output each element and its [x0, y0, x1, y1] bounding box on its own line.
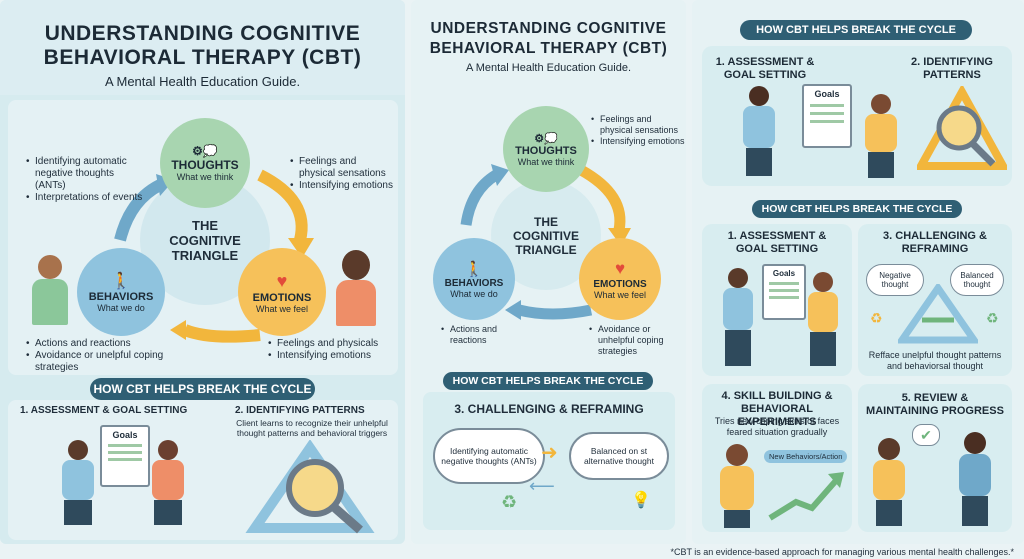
negative-thought-cloud: Identifying automatic negative thoughts …: [433, 428, 545, 484]
panel-overview-1: UNDERSTANDING COGNITIVE BEHAVIORAL THERA…: [0, 0, 405, 544]
client-illustration: [864, 94, 898, 178]
panel1-step2-body: Client learns to recognize their unhelpf…: [236, 418, 388, 438]
heart-icon: ♥: [276, 270, 288, 291]
person-illustration: [958, 432, 992, 526]
panel2-step3-heading: 3. CHALLENGING & REFRAMING: [454, 402, 644, 416]
card-skill-building: 4. SKILL BUILDING & BEHAVIORAL EXPERIMEN…: [702, 384, 852, 532]
heart-icon: ♥: [614, 258, 626, 278]
card-assessment: 1. ASSESSMENT & GOAL SETTING Goals: [702, 224, 852, 376]
panel1-step2-heading: 2. IDENTIFYING PATTERNS: [235, 405, 365, 416]
recycle-icon: ♻: [870, 310, 883, 326]
panel1-step1-heading: 1. ASSESSMENT & GOAL SETTING: [20, 405, 188, 416]
panel1-subtitle: A Mental Health Education Guide.: [104, 74, 301, 89]
panel1-cycle-arrows: [114, 169, 314, 343]
panel2-subtitle: A Mental Health Education Guide.: [465, 62, 632, 74]
gears-icon: ⚙💭: [534, 132, 558, 145]
panel2-node-emotions: ♥ EMOTIONS What we feel: [579, 238, 661, 320]
gears-icon: ⚙💭: [192, 144, 218, 158]
recycle-magnifier-icon: [245, 440, 375, 534]
therapist-illustration: [742, 86, 776, 176]
card-assessment-identifying: 1. ASSESSMENT & GOAL SETTING 2. IDENTIFY…: [702, 46, 1012, 186]
reframe-triangle-icon: [898, 284, 978, 344]
card-review: 5. REVIEW & MAINTAINING PROGRESS ✔: [858, 384, 1012, 532]
card-s2-heading: 2. IDENTIFYING PATTERNS: [911, 56, 993, 81]
card-c3-body: Refface unelpful thought patterns and be…: [868, 350, 1002, 371]
card-c4-heading: 4. SKILL BUILDING & BEHAVIORAL EXPERIMEN…: [721, 390, 833, 428]
panel-overview-2: UNDERSTANDING COGNITIVE BEHAVIORAL THERA…: [411, 0, 686, 544]
panel2-node-thoughts: ⚙💭 THOUGHTS What we think: [503, 106, 589, 192]
walking-person-icon: 🚶: [111, 273, 131, 290]
panel1-node-emotions: ♥ EMOTIONS What we feel: [238, 248, 326, 336]
panel3-band-mid: HOW CBT HELPS BREAK THE CYCLE: [752, 200, 962, 218]
left-arrow-icon: ⟵: [529, 476, 555, 496]
panel2-node-behaviors: 🚶 BEHAVIORS What we do: [433, 238, 515, 320]
right-arrow-icon: ➜: [541, 442, 558, 464]
card-c5-heading: 5. REVIEW & MAINTAINING PROGRESS: [866, 392, 1004, 417]
magnifier-sad-face-icon: [917, 86, 1007, 170]
therapist-illustration: [60, 440, 96, 525]
therapist-illustration: [722, 268, 754, 366]
panel2-title-line2: BEHAVIORAL THERAPY (CBT): [429, 40, 668, 57]
panel2-top-bullets: Feelings and physical sensations Intensi…: [591, 114, 686, 147]
card-s1-heading: 1. ASSESSMENT & GOAL SETTING: [715, 56, 815, 81]
person-illustration: [872, 438, 906, 526]
growth-arrow-icon: [768, 472, 844, 521]
panel1-right-bullets: Feelings and physical sensations Intensi…: [290, 156, 395, 192]
panel2-band: HOW CBT HELPS BREAK THE CYCLE: [443, 372, 653, 390]
panel1-left-bullets: Identifying automatic negative thoughts …: [26, 156, 146, 204]
thinking-person-illustration: [28, 255, 72, 327]
panel1-bottom-left-bullets: Actions and reactions Avoidance or unelp…: [26, 338, 176, 374]
footnote: *CBT is an evidence-based approach for m…: [670, 547, 1014, 557]
new-behaviors-tag: New Behaviors/Action: [764, 450, 848, 463]
client-illustration: [150, 440, 186, 525]
negative-thought-cloud: Negative thought: [866, 264, 924, 296]
panel2-left-bullets: Actions and reactions: [441, 324, 531, 346]
panel1-band: HOW CBT HELPS BREAK THE CYCLE: [90, 378, 315, 400]
panel2-cycle-arrows: [460, 164, 631, 320]
panel1-title-line1: UNDERSTANDING COGNITIVE: [44, 22, 361, 45]
panel2-title-line1: UNDERSTANDING COGNITIVE: [430, 20, 667, 37]
panel1-bottom-right-bullets: Feelings and physicals Intensifying emot…: [268, 338, 398, 362]
person-illustration: [718, 444, 756, 528]
balanced-thought-cloud: Balanced thought: [950, 264, 1004, 296]
recycle-icon: ♻: [986, 310, 999, 326]
panel1-node-behaviors: 🚶 BEHAVIORS What we do: [77, 248, 165, 336]
card-c3-heading: 3. CHALLENGING & REFRAMING: [883, 230, 987, 255]
card-challenging: 3. CHALLENGING & REFRAMING Negative thou…: [858, 224, 1012, 376]
walking-person-icon: 🚶: [464, 260, 484, 278]
recycle-icon: ♻: [501, 492, 518, 512]
goals-board-illustration: Goals: [100, 425, 150, 487]
card-c1-heading: 1. ASSESSMENT & GOAL SETTING: [727, 230, 827, 255]
client-illustration: [807, 272, 839, 366]
goals-board-illustration: Goals: [762, 264, 806, 320]
panel1-node-thoughts: ⚙💭 THOUGHTS What we think: [160, 118, 250, 208]
card-c4-body: Tries new coping skills or faces feared …: [714, 416, 840, 437]
sad-person-illustration: [332, 250, 382, 328]
panel1-title-line2: BEHAVIORAL THERAPY (CBT): [43, 46, 362, 69]
lightbulb-icon: 💡: [631, 492, 651, 509]
panel2-right-bullets: Avoidance or unhelpful coping strategies: [589, 324, 681, 357]
balanced-thought-cloud: Balanced on st alternative thought: [569, 432, 669, 480]
panel-steps: HOW CBT HELPS BREAK THE CYCLE 1. ASSESSM…: [692, 0, 1024, 544]
panel3-band-top: HOW CBT HELPS BREAK THE CYCLE: [740, 20, 972, 40]
checkmark-bubble-icon: ✔: [912, 424, 940, 446]
goals-board-illustration: Goals: [802, 84, 852, 148]
